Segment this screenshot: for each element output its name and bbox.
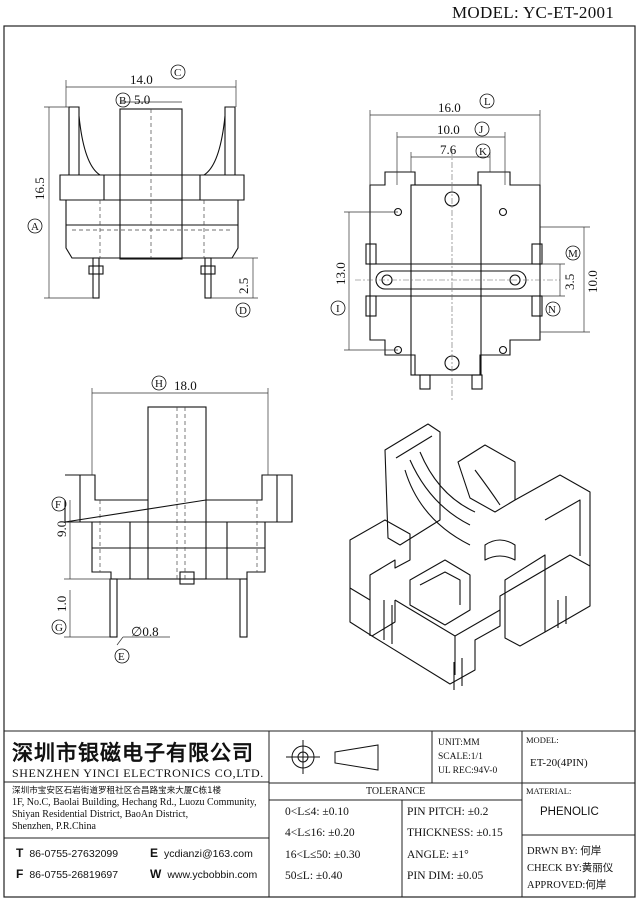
front-dimension-lines bbox=[44, 80, 258, 299]
tolerance-left-4: 50≤L: ±0.40 bbox=[285, 870, 343, 882]
side-h-label: H bbox=[155, 378, 163, 390]
top-center-lines bbox=[355, 150, 560, 400]
tolerance-title: TOLERANCE bbox=[366, 786, 426, 797]
top-j-label: J bbox=[479, 124, 484, 136]
top-m-dim: 10.0 bbox=[585, 270, 600, 293]
address-line-1: 深圳市宝安区石岩街道罗租社区合昌路宝来大厦C栋1楼 bbox=[12, 786, 222, 796]
side-g-dim: 1.0 bbox=[54, 596, 69, 612]
drawn-by: DRWN BY: 何岸 bbox=[527, 846, 602, 857]
front-hidden-lines bbox=[72, 109, 232, 258]
phone-label: T bbox=[16, 846, 24, 860]
phone-row: T 86-0755-27632099 bbox=[16, 846, 118, 860]
front-width-label: C bbox=[174, 67, 181, 79]
model-label: MODEL: bbox=[452, 3, 519, 22]
top-dimension-lines bbox=[344, 110, 590, 351]
website-label: W bbox=[150, 867, 162, 881]
top-l-dim: 16.0 bbox=[438, 100, 461, 115]
side-e-label: E bbox=[118, 651, 125, 663]
front-height-dim: 16.5 bbox=[32, 177, 47, 200]
top-m-label: M bbox=[568, 248, 578, 260]
front-pin-dim: 2.5 bbox=[236, 278, 251, 294]
tolerance-left-1: 0<L≤4: ±0.10 bbox=[285, 806, 349, 818]
ul-rec-text: UL REC:94V-0 bbox=[438, 766, 498, 776]
checked-by: CHECK BY:黄丽仪 bbox=[527, 863, 614, 874]
model-value: YC-ET-2001 bbox=[522, 3, 615, 22]
address-line-2: 1F, No.C, Baolai Building, Hechang Rd., … bbox=[12, 797, 257, 808]
top-view bbox=[365, 171, 543, 390]
tolerance-right-3: ANGLE: ±1° bbox=[407, 849, 469, 861]
top-k-dim: 7.6 bbox=[440, 142, 457, 157]
drawing-model-header: MODEL:YC-ET-2001 bbox=[452, 3, 614, 23]
isometric-view bbox=[349, 423, 591, 690]
side-hidden-lines bbox=[99, 407, 258, 579]
front-core-label: B bbox=[119, 95, 126, 107]
fax-row: F 86-0755-26819697 bbox=[16, 867, 118, 881]
email-label: E bbox=[150, 846, 159, 860]
email-address: ycdianzi@163.com bbox=[164, 848, 253, 860]
fax-number: 86-0755-26819697 bbox=[29, 869, 119, 881]
model-field-label: MODEL: bbox=[526, 735, 559, 745]
side-dimension-lines bbox=[64, 388, 269, 646]
top-n-dim: 3.5 bbox=[562, 274, 577, 290]
unit-text: UNIT:MM bbox=[438, 738, 480, 748]
website-url: www.ycbobbin.com bbox=[167, 869, 258, 881]
approved-by: APPROVED:何岸 bbox=[527, 880, 607, 891]
front-width-dim: 14.0 bbox=[130, 72, 153, 87]
phone-number: 86-0755-27632099 bbox=[29, 848, 119, 860]
scale-text: SCALE:1/1 bbox=[438, 752, 483, 762]
tolerance-right-2: THICKNESS: ±0.15 bbox=[407, 827, 503, 839]
fax-label: F bbox=[16, 867, 24, 881]
material-field-label: MATERIAL: bbox=[526, 786, 572, 796]
front-height-label: A bbox=[31, 221, 39, 233]
top-j-dim: 10.0 bbox=[437, 122, 460, 137]
model-field-value: ET-20(4PIN) bbox=[530, 757, 588, 769]
tolerance-right-4: PIN DIM: ±0.05 bbox=[407, 870, 484, 882]
side-e-dim: ∅0.8 bbox=[131, 624, 159, 639]
address-line-3: Shiyan Residential District, BaoAn Distr… bbox=[12, 809, 189, 820]
projection-symbol bbox=[286, 740, 379, 774]
front-view bbox=[59, 106, 245, 299]
address-line-4: Shenzhen, P.R.China bbox=[12, 821, 96, 832]
tolerance-right-1: PIN PITCH: ±0.2 bbox=[407, 806, 489, 818]
top-l-label: L bbox=[484, 96, 491, 108]
side-view bbox=[64, 406, 293, 638]
front-core-dim: 5.0 bbox=[134, 92, 150, 107]
side-f-dim: 9.0 bbox=[54, 521, 69, 537]
tolerance-left-2: 4<L≤16: ±0.20 bbox=[285, 827, 355, 839]
side-f-label: F bbox=[55, 499, 61, 511]
company-name-english: SHENZHEN YINCI ELECTRONICS CO,LTD. bbox=[12, 766, 264, 780]
company-name-chinese: 深圳市银磁电子有限公司 bbox=[12, 740, 254, 765]
top-k-label: K bbox=[479, 146, 487, 158]
front-pin-label: D bbox=[239, 305, 247, 317]
side-h-dim: 18.0 bbox=[174, 378, 197, 393]
title-block-grid bbox=[3, 730, 636, 898]
top-i-label: I bbox=[336, 303, 340, 315]
side-g-label: G bbox=[55, 622, 63, 634]
material-field-value: PHENOLIC bbox=[540, 806, 599, 818]
top-n-label: N bbox=[548, 304, 556, 316]
top-i-dim: 13.0 bbox=[333, 262, 348, 285]
tolerance-left-3: 16<L≤50: ±0.30 bbox=[285, 849, 361, 861]
